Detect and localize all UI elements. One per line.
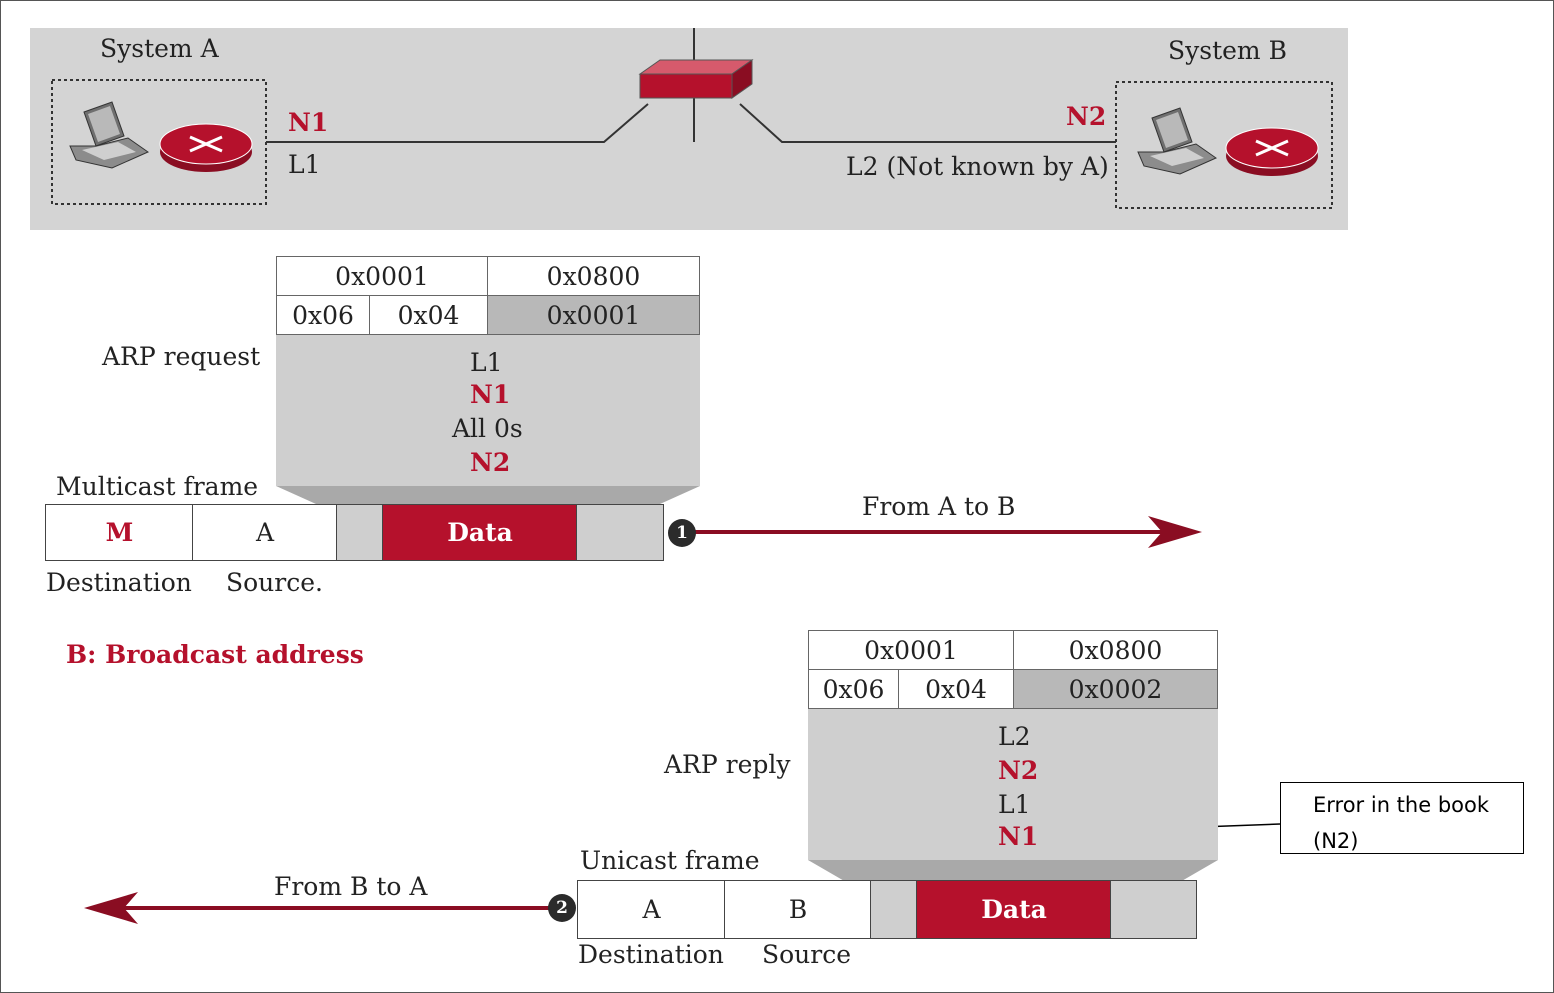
- request-proto-type: 0x0800: [546, 261, 641, 291]
- request-proto-len-cell: 0x04: [369, 295, 488, 335]
- reply-operation: 0x0002: [1068, 674, 1163, 704]
- request-proto-type-cell: 0x0800: [487, 256, 700, 296]
- request-line-3: All 0s: [452, 414, 523, 443]
- reply-hw-len-cell: 0x06: [808, 669, 899, 709]
- request-line-2: N1: [470, 380, 511, 409]
- link-b-line: [739, 103, 1116, 143]
- reply-dest-caption: Destination: [578, 940, 724, 969]
- request-line-1: L1: [470, 348, 503, 377]
- direction-a-to-b: From A to B: [862, 492, 1016, 521]
- link-a-line: [266, 103, 649, 143]
- router-a-icon: [159, 123, 253, 172]
- request-dest-caption: Destination: [46, 568, 192, 597]
- request-operation: 0x0001: [546, 300, 641, 330]
- arrow-a-to-b-head: [1148, 516, 1202, 548]
- arrow-b-to-a-head: [84, 892, 138, 924]
- reply-label: ARP reply: [664, 750, 791, 779]
- direction-b-to-a: From B to A: [274, 872, 428, 901]
- request-hw-type: 0x0001: [335, 261, 429, 291]
- system-b-label: System B: [1168, 36, 1287, 65]
- error-annotation-box: Error in the book (N2): [1280, 782, 1524, 854]
- request-label: ARP request: [102, 342, 261, 371]
- reply-proto-len-cell: 0x04: [898, 669, 1014, 709]
- step-2-number: 2: [556, 898, 568, 918]
- request-proto-len: 0x04: [397, 300, 460, 330]
- reply-funnel: [808, 860, 1218, 882]
- request-funnel: [276, 486, 700, 504]
- step-1-badge: [668, 519, 696, 547]
- request-crc-field: [576, 504, 664, 561]
- request-type-field: [336, 504, 384, 561]
- request-data-field: Data: [382, 504, 578, 561]
- laptop-b-icon: [1137, 107, 1218, 175]
- l2-label: L2 (Not known by A): [846, 152, 1109, 181]
- n1-label: N1: [288, 108, 329, 137]
- step-1-number: 1: [676, 523, 688, 543]
- reply-src-value: B: [788, 895, 808, 924]
- request-src-caption: Source.: [226, 568, 323, 597]
- multicast-frame-label: Multicast frame: [56, 472, 259, 501]
- reply-proto-type: 0x0800: [1068, 635, 1163, 665]
- request-data-label: Data: [447, 518, 513, 547]
- reply-src-field: B: [724, 880, 872, 939]
- unicast-frame-label: Unicast frame: [580, 846, 760, 875]
- reply-dest-field: A: [577, 880, 726, 939]
- router-b-icon: [1225, 127, 1319, 176]
- error-annotation-line-2: (N2): [1313, 829, 1359, 853]
- reply-src-caption: Source: [762, 940, 852, 969]
- request-hw-len: 0x06: [292, 300, 354, 330]
- request-src-field: A: [192, 504, 338, 561]
- reply-operation-cell: 0x0002: [1013, 669, 1218, 709]
- system-a-label: System A: [100, 34, 219, 63]
- reply-type-field: [870, 880, 918, 939]
- request-operation-cell: 0x0001: [487, 295, 700, 335]
- request-hw-len-cell: 0x06: [276, 295, 370, 335]
- reply-hw-type: 0x0001: [864, 635, 958, 665]
- reply-line-2: N2: [998, 756, 1039, 785]
- error-annotation-line-1: Error in the book: [1313, 793, 1490, 817]
- l1-label: L1: [288, 150, 321, 179]
- reply-hw-len: 0x06: [822, 674, 885, 704]
- reply-data-field: Data: [916, 880, 1112, 939]
- step-2-badge: [548, 894, 576, 922]
- reply-line-3: L1: [998, 790, 1031, 819]
- reply-hw-type-cell: 0x0001: [808, 630, 1014, 670]
- request-dest-value: M: [105, 518, 134, 547]
- reply-line-1: L2: [998, 722, 1031, 751]
- laptop-a-icon: [69, 101, 150, 169]
- reply-proto-len: 0x04: [925, 674, 987, 704]
- request-line-4: N2: [470, 448, 511, 477]
- system-b-box: [1115, 81, 1333, 209]
- request-dest-field: M: [45, 504, 194, 561]
- switch-icon: [638, 59, 754, 99]
- reply-data-label: Data: [981, 895, 1047, 924]
- request-hw-type-cell: 0x0001: [276, 256, 488, 296]
- reply-crc-field: [1110, 880, 1197, 939]
- reply-line-4: N1: [998, 822, 1039, 851]
- reply-proto-type-cell: 0x0800: [1013, 630, 1218, 670]
- reply-dest-value: A: [642, 895, 661, 924]
- broadcast-note: B: Broadcast address: [66, 640, 364, 669]
- n2-label: N2: [1066, 102, 1107, 131]
- request-src-value: A: [255, 518, 275, 547]
